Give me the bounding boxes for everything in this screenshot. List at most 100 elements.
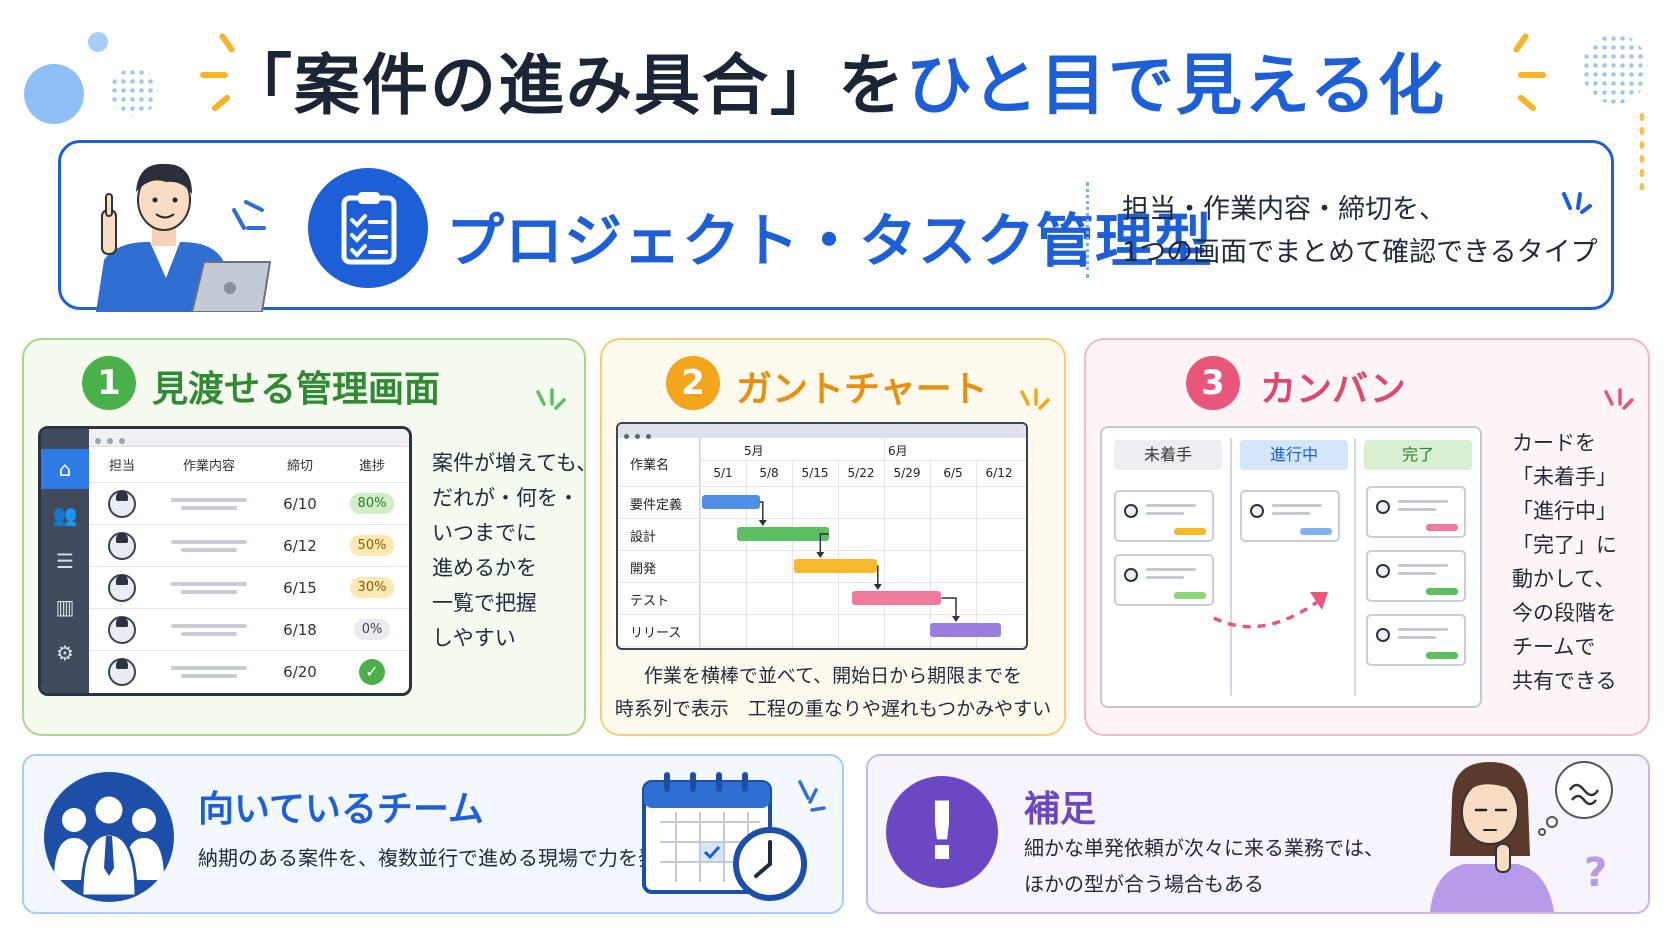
sparkle-card1-icon (536, 388, 566, 410)
gantt-task-label: リリース (630, 626, 682, 641)
table-row[interactable]: 6/18 0% (89, 609, 409, 651)
gantt-dependency-arrowhead (816, 552, 825, 558)
card1-description: 案件が増えても、 だれが・何を・ いつまでに 進めるかを 一覧で把握 しやすい (432, 446, 597, 656)
gantt-date-label: 6/12 (985, 466, 1013, 480)
kanban-card[interactable] (1366, 614, 1466, 666)
task-placeholder (155, 662, 263, 682)
table-row[interactable]: 6/20 ✓ (89, 651, 409, 693)
title-part2: ひと目で見える化 (905, 47, 1447, 124)
svg-text:?: ? (1584, 850, 1607, 896)
card1-heading: 見渡せる管理画面 (152, 369, 441, 410)
gantt-row-divider (618, 518, 1026, 519)
card3-heading: カンバン (1260, 369, 1406, 410)
kanban-column-doing[interactable]: 進行中 (1240, 440, 1348, 470)
gantt-dependency-arrows (758, 501, 960, 622)
card1-text-line: 一覧で把握 (432, 591, 537, 615)
gantt-date-label: 5/1 (713, 466, 733, 480)
users-icon[interactable]: 👥 (52, 503, 78, 527)
card2-number: 2 (666, 356, 720, 410)
home-icon[interactable]: ⌂ (41, 449, 89, 489)
gantt-task-bar[interactable] (736, 527, 829, 541)
kanban-card[interactable] (1366, 486, 1466, 538)
table-row[interactable]: 6/10 80% (89, 483, 409, 525)
gantt-month: 6月 (888, 444, 908, 458)
kanban-divider (1354, 438, 1356, 696)
avatar (108, 531, 136, 560)
gantt-task-bar[interactable] (702, 495, 760, 509)
table-row[interactable]: 6/15 30% (89, 567, 409, 609)
kanban-card[interactable] (1366, 550, 1466, 602)
gantt-row-divider (618, 646, 1026, 647)
suited-team-heading: 向いているチーム (198, 789, 484, 830)
th-assignee: 担当 (108, 459, 135, 474)
card3-number: 3 (1186, 356, 1240, 410)
gantt-row-divider (618, 550, 1026, 551)
thinking-woman-illustration: ? (1430, 761, 1613, 912)
list-icon[interactable]: ☰ (56, 549, 74, 573)
gantt-date-label: 5/15 (801, 466, 829, 480)
progress-badge: 0% (353, 619, 391, 640)
gantt-grid-column (930, 460, 931, 648)
gantt-dependency-arrowhead (873, 584, 882, 590)
exclamation-icon: ! (886, 776, 998, 888)
th-progress: 進捗 (358, 459, 385, 474)
th-due: 締切 (286, 459, 313, 474)
check-icon: ✓ (359, 659, 385, 685)
gantt-grid-column (838, 460, 839, 648)
gantt-dependency-line (941, 597, 957, 620)
banner-divider (1086, 182, 1089, 278)
card3-text-line: 共有できる (1512, 669, 1617, 693)
gantt-task-bar[interactable] (794, 559, 878, 573)
decor-circle-large (24, 64, 84, 124)
card2-description: 作業を横棒で並べて、開始日から期限までを 時系列で表示 工程の重なりや遅れもつか… (600, 660, 1066, 726)
management-screen-mock: ⌂ 👥 ☰ ▥ ⚙ 担当 作業内容 締切 進捗 6/10 80% 6/12 50… (38, 426, 412, 696)
decor-circle-small (88, 32, 108, 52)
task-placeholder (155, 620, 263, 640)
calendar-clock-icon (642, 772, 826, 901)
due-date: 6/15 (283, 578, 317, 597)
gantt-date-label: 6/5 (943, 466, 963, 480)
kanban-card[interactable] (1114, 554, 1214, 606)
gantt-task-bar[interactable] (930, 623, 1002, 637)
card1-number: 1 (82, 356, 136, 410)
card3-text-line: 「未着手」 (1512, 465, 1617, 489)
gantt-dependency-arrowhead (758, 520, 767, 526)
title-part1: 「案件の進み具合」を (225, 47, 906, 124)
kanban-divider (1230, 438, 1232, 696)
gantt-row-divider (618, 614, 1026, 615)
banner-desc-line2: 1つの画面でまとめて確認できるタイプ (1122, 237, 1598, 268)
kanban-column-todo[interactable]: 未着手 (1114, 440, 1222, 470)
card2-heading: ガントチャート (736, 369, 988, 410)
card1-text-line: 案件が増えても、 (432, 451, 598, 475)
banner-description: 担当・作業内容・締切を、 1つの画面でまとめて確認できるタイプ (1122, 188, 1598, 274)
kanban-card[interactable] (1240, 490, 1340, 542)
gantt-task-column (618, 438, 700, 648)
avatar (108, 658, 136, 686)
app-titlebar (89, 429, 409, 447)
page-title: 「案件の進み具合」をひと目で見える化 (0, 32, 1672, 128)
move-arrow-icon (1213, 592, 1328, 629)
kanban-column-done[interactable]: 完了 (1364, 440, 1472, 470)
chart-icon[interactable]: ▥ (55, 595, 75, 619)
due-date: 6/20 (283, 663, 317, 681)
sparkle-card3-icon (1604, 388, 1634, 410)
kanban-card[interactable] (1114, 490, 1214, 542)
avatar (108, 489, 136, 518)
gear-icon[interactable]: ⚙ (56, 641, 74, 665)
card1-text-line: 進めるかを (432, 556, 537, 580)
gantt-task-label: 設計 (630, 530, 657, 545)
gantt-grid-column (884, 438, 885, 648)
gantt-grid-column (746, 460, 747, 648)
gantt-task-label: テスト (630, 594, 670, 609)
table-row[interactable]: 6/12 50% (89, 525, 409, 567)
gantt-task-bar[interactable] (851, 591, 942, 605)
card3-text-line: 「完了」に (1512, 533, 1617, 557)
gantt-month-divider (700, 460, 1026, 461)
gantt-task-label: 要件定義 (630, 498, 683, 513)
decor-dot-pattern-left (110, 68, 158, 116)
gantt-dependency-line (759, 501, 764, 524)
gantt-dependency-line (877, 565, 879, 588)
sparkle-right-icon (1506, 32, 1556, 113)
due-date: 6/10 (283, 494, 317, 513)
